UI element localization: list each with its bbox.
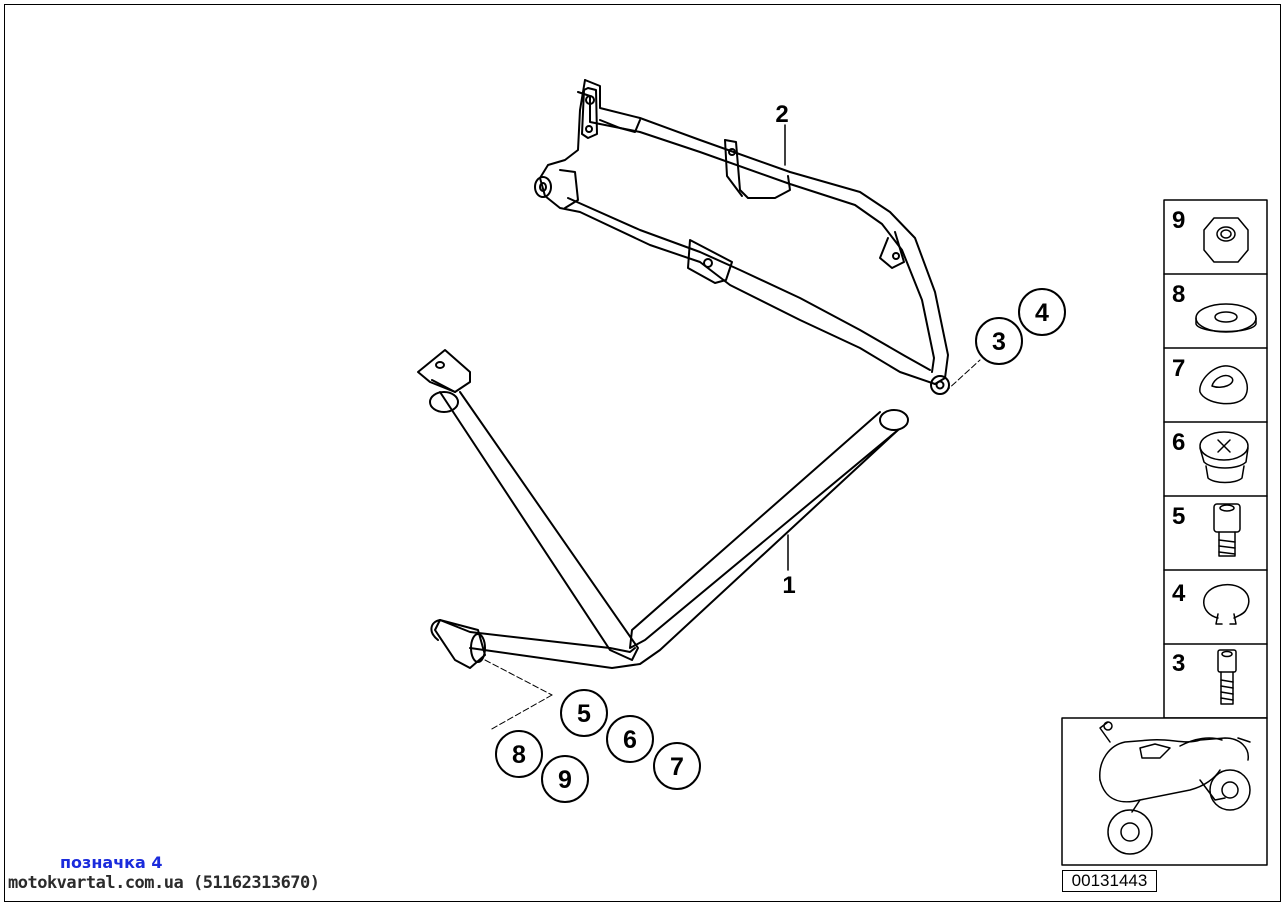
legend-5-label: 5 (1172, 503, 1185, 530)
legend-4-label: 4 (1172, 580, 1186, 607)
tubular-lower-frame (417, 349, 909, 669)
callout-9-label: 9 (558, 766, 572, 794)
motorcycle-thumbnail-icon (1061, 717, 1268, 866)
callout-circle-5: 5 (560, 689, 608, 737)
callout-4-label: 4 (1035, 299, 1049, 327)
legend-8-label: 8 (1172, 281, 1185, 308)
callout-7-label: 7 (670, 753, 684, 781)
callout-8-label: 8 (512, 741, 526, 769)
callout-3-label: 3 (992, 328, 1006, 356)
upper-frame-bracket (534, 79, 950, 395)
callout-circle-8: 8 (495, 730, 543, 778)
part-2-label: 2 (775, 101, 788, 128)
legend-9-label: 9 (1172, 207, 1185, 234)
callout-circle-9: 9 (541, 755, 589, 803)
callout-circle-7: 7 (653, 742, 701, 790)
callout-5-label: 5 (577, 700, 591, 728)
diagram-frame (4, 4, 1281, 902)
hex-nut-icon (1203, 217, 1249, 263)
hex-socket-screw-icon (1213, 503, 1241, 557)
parts-legend: 9 8 7 6 5 (1163, 199, 1268, 719)
legend-7-label: 7 (1172, 355, 1185, 382)
diagram-code: 00131443 (1062, 870, 1157, 892)
rubber-grommet-icon (1199, 365, 1249, 405)
leader-lines (484, 359, 981, 731)
legend-3-label: 3 (1172, 650, 1185, 677)
washer-icon (1195, 303, 1257, 333)
part-1-label: 1 (782, 572, 795, 599)
watermark-text: motokvartal.com.ua (51162313670) (8, 873, 320, 893)
plug-cap-icon (1199, 431, 1249, 484)
circlip-icon (1203, 583, 1250, 625)
legend-6-label: 6 (1172, 429, 1185, 456)
callout-6-label: 6 (623, 726, 637, 754)
tag-label: позначка 4 (60, 853, 163, 872)
callout-circle-4: 4 (1018, 288, 1066, 336)
socket-bolt-icon (1217, 649, 1237, 705)
callout-circle-3: 3 (975, 317, 1023, 365)
callout-circle-6: 6 (606, 715, 654, 763)
